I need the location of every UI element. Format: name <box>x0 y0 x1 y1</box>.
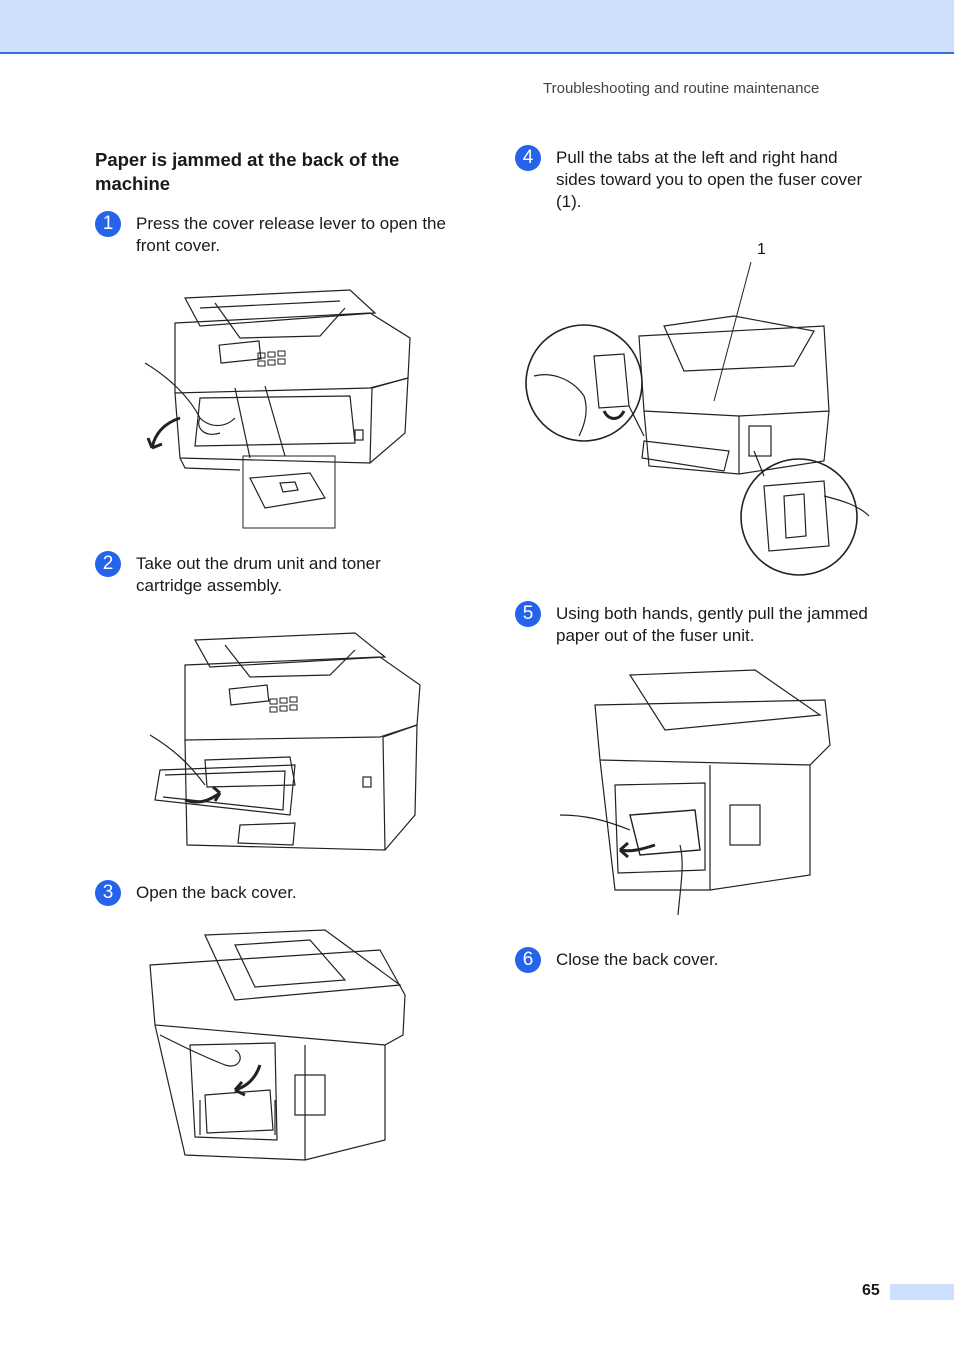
callout-label-1: 1 <box>757 241 766 258</box>
figure-open-front-cover <box>140 268 415 533</box>
step-6-number-badge: 6 <box>515 947 541 973</box>
figure-open-back-cover <box>145 925 410 1165</box>
top-header-band <box>0 0 954 54</box>
step-3-text: Open the back cover. <box>136 883 297 902</box>
step-4-text: Pull the tabs at the left and right hand… <box>556 148 863 211</box>
step-4-number-badge: 4 <box>515 145 541 171</box>
figure-open-fuser-cover: 1 <box>524 236 874 581</box>
running-head: Troubleshooting and routine maintenance <box>543 80 820 97</box>
step-3-number-badge: 3 <box>95 880 121 906</box>
figure-remove-drum-unit <box>145 615 425 855</box>
page-number: 65 <box>862 1282 880 1299</box>
step-5-number-badge: 5 <box>515 601 541 627</box>
footer-tab <box>890 1284 954 1300</box>
step-1-text: Press the cover release lever to open th… <box>136 214 446 255</box>
step-1-number-badge: 1 <box>95 211 121 237</box>
section-title: Paper is jammed at the back of the machi… <box>95 149 400 194</box>
step-6-text: Close the back cover. <box>556 950 719 969</box>
figure-pull-jammed-paper <box>560 665 835 920</box>
step-2-number-badge: 2 <box>95 551 121 577</box>
step-5-text: Using both hands, gently pull the jammed… <box>556 604 868 645</box>
step-2-text: Take out the drum unit and toner cartrid… <box>136 554 381 595</box>
